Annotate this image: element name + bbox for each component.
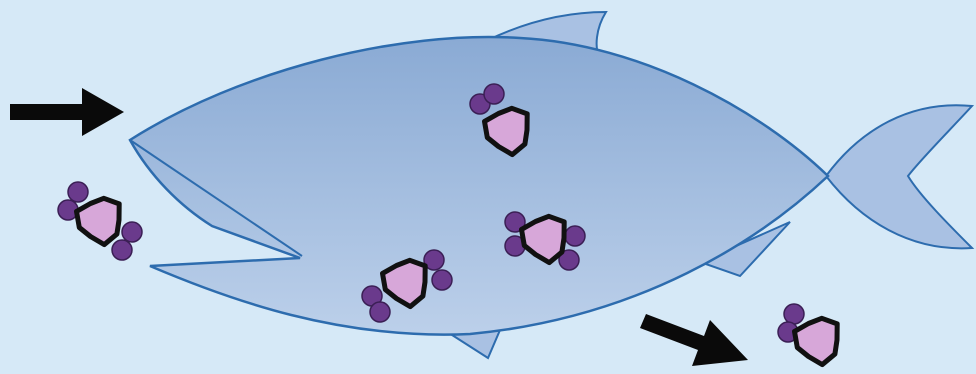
particle-bead: [784, 304, 804, 324]
particle-bead: [565, 226, 585, 246]
arrow-in-icon: [10, 88, 124, 136]
particle-bead: [68, 182, 88, 202]
particle-bead: [432, 270, 452, 290]
particle-bead: [370, 302, 390, 322]
particle-bead: [484, 84, 504, 104]
particle-bead: [112, 240, 132, 260]
particle-icon: [778, 304, 837, 365]
arrow-out-icon: [640, 314, 748, 366]
particle-icon: [58, 182, 142, 260]
particle-core: [795, 318, 838, 364]
fish-body: [130, 37, 828, 335]
particle-core: [77, 198, 120, 244]
tail-fin: [826, 105, 972, 248]
particle-bead: [122, 222, 142, 242]
